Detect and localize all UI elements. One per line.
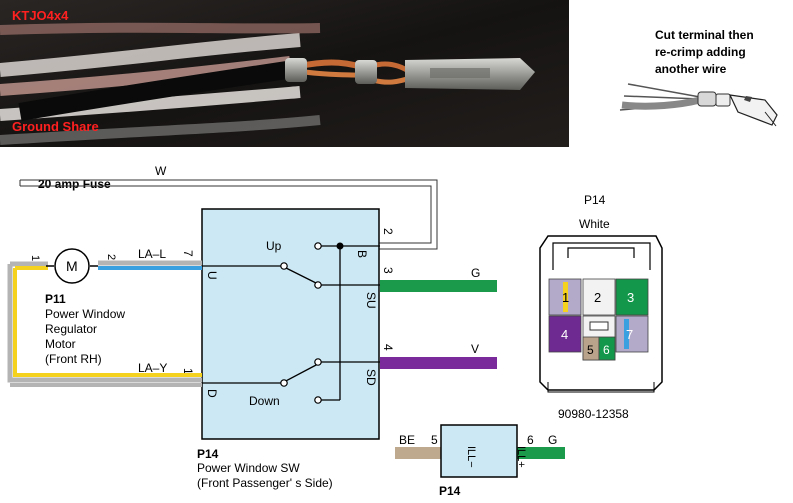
wire-be-label: BE [399, 433, 415, 447]
motor-pin-1: 1 [29, 255, 41, 261]
pin-3-cell [615, 278, 649, 316]
pin-7-cell [615, 315, 649, 353]
motor-wiring [7, 260, 202, 387]
wire-la-y-label: LA–Y [138, 361, 167, 375]
connector-face [539, 235, 663, 393]
illum-minus-label: ILL− [465, 446, 477, 468]
motor-desc-line-4: (Front RH) [45, 352, 102, 366]
illum-pin-6: 6 [527, 433, 534, 447]
motor-desc-line-3: Motor [45, 337, 76, 351]
terminal-d: D [205, 389, 219, 398]
switch-pin-3: 3 [381, 267, 395, 274]
illum-id: P14 [439, 484, 461, 498]
crimp-note-line-3: another wire [655, 62, 727, 76]
connector-pin-1: 1 [562, 290, 569, 305]
connector-pin-7: 7 [626, 327, 633, 342]
crimp-note-line-2: re-crimp adding [655, 45, 746, 59]
pin-6-cell [598, 336, 616, 361]
wire-green-2 [517, 447, 565, 459]
switch-down-label: Down [249, 394, 280, 408]
terminal-b: B [355, 250, 369, 258]
connector-pin-5: 5 [587, 343, 594, 357]
switch-pin-1: 1 [181, 368, 195, 375]
wire-green [380, 280, 497, 292]
terminal-u: U [205, 271, 219, 280]
motor-pin-2: 2 [105, 254, 117, 260]
terminal-illustration [619, 83, 778, 127]
pin-4-cell [548, 315, 582, 353]
wire-violet [380, 357, 497, 369]
switch-internal-wiring [202, 245, 380, 401]
motor-desc-line-1: Power Window [45, 307, 125, 321]
motor-symbol-text: M [66, 258, 78, 274]
switch-contacts [280, 242, 322, 404]
switch-desc-line-1: Power Window SW [197, 461, 300, 475]
switch-pin-2: 2 [381, 228, 395, 235]
wire-beige [395, 447, 441, 459]
connector-pin-6: 6 [603, 343, 610, 357]
motor-desc-line-2: Regulator [45, 322, 97, 336]
illumination-box [440, 424, 518, 478]
photo-watermark: KTJO4x4 [12, 8, 69, 23]
fuse-label: 20 amp Fuse [38, 177, 111, 191]
crimp-note-line-1: Cut terminal then [655, 28, 754, 42]
wire-la-l-label: LA–L [138, 247, 166, 261]
motor-id: P11 [45, 292, 66, 306]
terminal-su: SU [364, 292, 378, 309]
connector-pin-2: 2 [594, 290, 601, 305]
connector-id: P14 [584, 193, 606, 207]
illum-pin-5: 5 [431, 433, 438, 447]
connector-color: White [579, 217, 610, 231]
wire-v-label: V [471, 342, 479, 356]
wire-g-label: G [471, 266, 480, 280]
junction-dot [336, 242, 344, 250]
power-window-switch-box [201, 208, 380, 440]
connector-part-number: 90980-12358 [558, 407, 629, 421]
illum-plus-label: ILL+ [515, 446, 527, 468]
pin-2-cell [582, 278, 616, 316]
wiring-photo: KTJO4x4 Ground Share [0, 0, 569, 147]
terminal-sd: SD [364, 369, 378, 386]
connector-pin-4: 4 [561, 327, 568, 342]
switch-pin-7: 7 [181, 250, 195, 257]
wire-w-label: W [155, 164, 167, 178]
switch-id: P14 [197, 447, 219, 461]
switch-pin-4: 4 [381, 344, 395, 351]
wire-g2-label: G [548, 433, 557, 447]
connector-pin-3: 3 [627, 290, 634, 305]
switch-desc-line-2: (Front Passenger' s Side) [197, 476, 333, 490]
switch-up-label: Up [266, 239, 282, 253]
photo-caption: Ground Share [12, 119, 99, 134]
crimp-note: Cut terminal then re-crimp adding anothe… [655, 28, 754, 76]
motor-symbol: M [46, 248, 98, 284]
